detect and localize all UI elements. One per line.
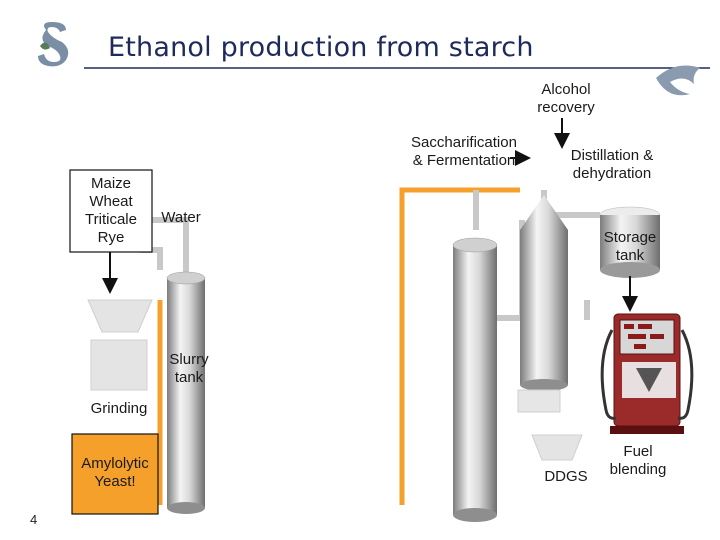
page-number: 4 xyxy=(30,512,38,527)
distillation-column xyxy=(517,195,583,461)
orange-pipe-top xyxy=(399,187,520,505)
logo-s-icon xyxy=(36,20,78,70)
alcohol-recovery-label: Alcohol recovery xyxy=(537,81,595,116)
amylolytic-label: Amylolytic Yeast! xyxy=(81,455,149,490)
fish-logo-icon xyxy=(656,65,700,96)
storage-tank xyxy=(599,206,661,278)
amylolytic-box xyxy=(71,433,159,515)
slurry-tank-label: Slurry tank xyxy=(169,351,209,386)
ddgs-label: DDGS xyxy=(544,468,588,485)
slurry-tank xyxy=(166,271,206,514)
fuel-blending-label: Fuel blending xyxy=(609,443,667,478)
saccharification-label: Saccharification & Fermentation xyxy=(411,134,517,169)
hopper xyxy=(87,299,153,391)
storage-tank-label: Storage tank xyxy=(603,229,657,264)
grinding-label: Grinding xyxy=(90,400,148,417)
page-title: Ethanol production from starch xyxy=(108,32,534,63)
fermentation-tank xyxy=(452,237,498,522)
distillation-label: Distillation & dehydration xyxy=(570,147,654,182)
fuel-pump-icon xyxy=(600,313,694,434)
grain-list-label: Maize Wheat Triticale Rye xyxy=(85,175,137,246)
grain-box xyxy=(69,169,153,253)
water-label: Water xyxy=(161,209,201,226)
